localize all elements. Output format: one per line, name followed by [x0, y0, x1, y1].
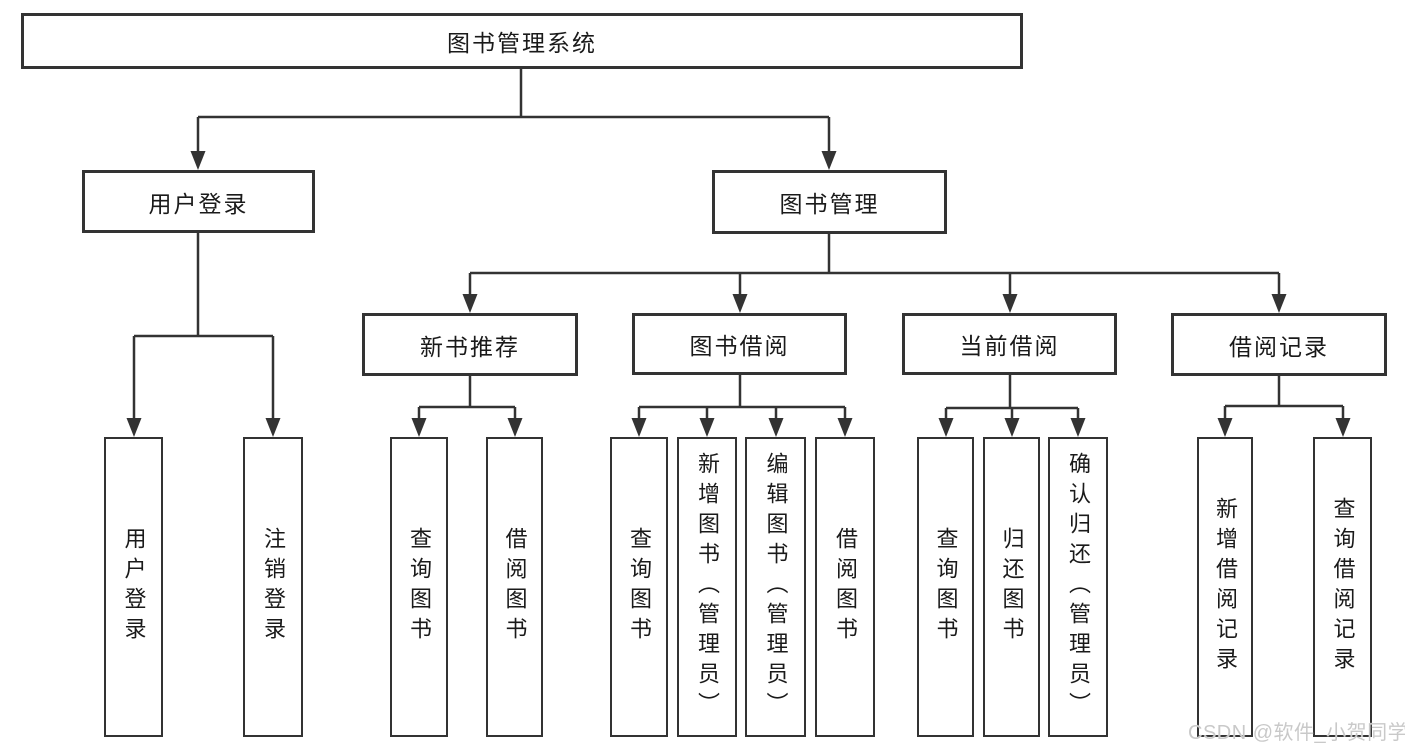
node-book-borrow-label: 图书借阅 — [689, 333, 790, 359]
node-book-management: 图书管理 — [712, 170, 947, 234]
node-new-book-recommend: 新书推荐 — [362, 313, 578, 376]
leaf-query-books-label: 查询图书 — [627, 527, 652, 647]
leaf-query-books-label: 查询图书 — [933, 527, 959, 647]
leaf-borrow-books-label: 借阅图书 — [833, 527, 858, 647]
node-borrow-records-label: 借阅记录 — [1229, 333, 1329, 360]
leaf-query-books-label: 查询图书 — [407, 527, 432, 647]
leaf-edit-books-admin-label: 编辑图书（管理员） — [763, 452, 789, 722]
leaf-edit-books-admin: 编辑图书（管理员） — [745, 437, 806, 737]
node-borrow-records: 借阅记录 — [1171, 313, 1387, 376]
leaf-return-books-label: 归还图书 — [999, 527, 1025, 647]
leaf-query-books: 查询图书 — [610, 437, 668, 737]
node-current-borrow: 当前借阅 — [902, 313, 1117, 375]
csdn-watermark: CSDN @软件_小贺同学 — [1188, 722, 1405, 744]
leaf-query-borrow-record: 查询借阅记录 — [1313, 437, 1372, 737]
arrowheads — [126, 151, 1351, 437]
leaf-query-borrow-record-label: 查询借阅记录 — [1330, 497, 1356, 677]
leaf-borrow-books: 借阅图书 — [815, 437, 875, 737]
node-root-label: 图书管理系统 — [447, 30, 597, 56]
leaf-confirm-return-admin: 确认归还（管理员） — [1048, 437, 1108, 737]
leaf-return-books: 归还图书 — [983, 437, 1040, 737]
leaf-user-login-label: 用户登录 — [121, 527, 147, 647]
leaf-query-books: 查询图书 — [390, 437, 448, 737]
leaf-add-books-admin: 新增图书（管理员） — [677, 437, 737, 737]
leaf-borrow-books-label: 借阅图书 — [502, 527, 528, 647]
node-user-login: 用户登录 — [82, 170, 315, 233]
connector-paths — [132, 69, 1345, 419]
leaf-borrow-books: 借阅图书 — [486, 437, 543, 737]
node-new-book-recommend-label: 新书推荐 — [420, 333, 520, 360]
leaf-user-login: 用户登录 — [104, 437, 163, 737]
node-book-management-label: 图书管理 — [779, 191, 880, 217]
leaf-confirm-return-admin-label: 确认归还（管理员） — [1066, 452, 1091, 722]
leaf-add-borrow-record: 新增借阅记录 — [1197, 437, 1253, 737]
leaf-add-books-admin-label: 新增图书（管理员） — [695, 452, 720, 722]
node-user-login-label: 用户登录 — [148, 190, 249, 217]
node-book-borrow: 图书借阅 — [632, 313, 847, 375]
leaf-logout: 注销登录 — [243, 437, 303, 737]
leaf-query-books: 查询图书 — [917, 437, 974, 737]
node-root: 图书管理系统 — [21, 13, 1023, 69]
node-current-borrow-label: 当前借阅 — [959, 333, 1060, 359]
leaf-logout-label: 注销登录 — [261, 527, 286, 647]
leaf-add-borrow-record-label: 新增借阅记录 — [1213, 497, 1238, 677]
